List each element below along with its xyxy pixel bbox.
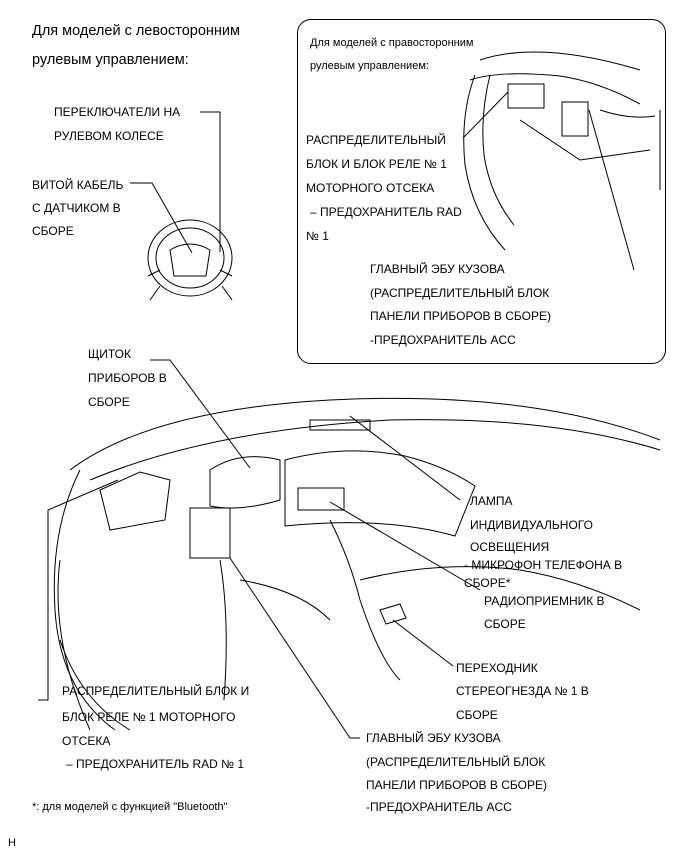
rhd-body-ecu-label-2: (РАСПРЕДЕЛИТЕЛЬНЫЙ БЛОК <box>370 286 550 300</box>
rhd-engine-relay-label-4: – ПРЕДОХРАНИТЕЛЬ RAD <box>310 205 462 219</box>
spiral-cable-label-1: ВИТОЙ КАБЕЛЬ <box>32 178 124 192</box>
rhd-interior-drawing <box>463 51 661 251</box>
combination-meter-label-2: ПРИБОРОВ В <box>88 371 167 385</box>
stereo-jack-label-3: СБОРЕ <box>456 708 498 722</box>
combination-meter-label-3: СБОРЕ <box>88 395 130 409</box>
rhd-body-ecu-label-3: ПАНЕЛИ ПРИБОРОВ В СБОРЕ) <box>370 309 551 323</box>
engine-relay-label-4: – ПРЕДОХРАНИТЕЛЬ RAD № 1 <box>66 757 245 771</box>
spiral-cable-label-2: С ДАТЧИКОМ В <box>32 201 121 215</box>
stereo-jack-label-2: СТЕРЕОГНЕЗДА № 1 В <box>456 684 589 698</box>
steering-switches-label-2: РУЛЕВОМ КОЛЕСЕ <box>54 129 164 143</box>
leader-lines <box>38 91 635 739</box>
map-light-label-2: ИНДИВИДУАЛЬНОГО <box>470 518 593 532</box>
radio-receiver-label-2: СБОРЕ <box>484 617 526 631</box>
radio-receiver-label-1: РАДИОПРИЕМНИК В <box>484 594 605 608</box>
rhd-engine-relay-label-1: РАСПРЕДЕЛИТЕЛЬНЫЙ <box>306 133 446 147</box>
lhd-title-line-1: Для моделей с левосторонним <box>32 23 240 39</box>
engine-relay-label-2: БЛОК РЕЛЕ № 1 МОТОРНОГО <box>62 710 236 724</box>
rhd-inset-frame <box>297 19 666 364</box>
map-light-label-4: - МИКРОФОН ТЕЛЕФОНА В <box>464 558 623 572</box>
corner-mark: H <box>8 837 16 849</box>
map-light-label-5: СБОРЕ* <box>464 576 511 590</box>
body-ecu-label-2: (РАСПРЕДЕЛИТЕЛЬНЫЙ БЛОК <box>366 755 546 769</box>
lhd-title-line-2: рулевым управлением: <box>32 52 189 68</box>
footnote: *: для моделей с функцией "Bluetooth" <box>32 801 228 813</box>
rhd-body-ecu-label-1: ГЛАВНЫЙ ЭБУ КУЗОВА <box>370 262 505 276</box>
combination-meter-label-1: ЩИТОК <box>88 347 131 361</box>
map-light-label-1: ЛАМПА <box>470 494 513 508</box>
engine-relay-label-3: ОТСЕКА <box>62 734 111 748</box>
rhd-title-line-1: Для моделей с правосторонним <box>310 37 474 49</box>
body-ecu-label-1: ГЛАВНЫЙ ЭБУ КУЗОВА <box>366 731 501 745</box>
steering-wheel-drawing <box>147 219 233 301</box>
rhd-title-line-2: рулевым управлением: <box>310 60 429 72</box>
steering-switches-label-1: ПЕРЕКЛЮЧАТЕЛИ НА <box>54 105 181 119</box>
map-light-label-3: ОСВЕЩЕНИЯ <box>470 540 550 554</box>
body-ecu-label-3: ПАНЕЛИ ПРИБОРОВ В СБОРЕ) <box>366 778 547 792</box>
dashboard-drawing <box>53 397 661 731</box>
rhd-body-ecu-label-4: -ПРЕДОХРАНИТЕЛЬ ACC <box>370 333 516 347</box>
engine-relay-label-1: РАСПРЕДЕЛИТЕЛЬНЫЙ БЛОК И <box>62 684 250 698</box>
rhd-engine-relay-label-5: № 1 <box>306 229 329 243</box>
spiral-cable-label-3: СБОРЕ <box>32 224 74 238</box>
stereo-jack-label-1: ПЕРЕХОДНИК <box>456 661 538 675</box>
rhd-engine-relay-label-2: БЛОК И БЛОК РЕЛЕ № 1 <box>306 157 447 171</box>
body-ecu-label-4: -ПРЕДОХРАНИТЕЛЬ ACC <box>366 800 512 814</box>
rhd-engine-relay-label-3: МОТОРНОГО ОТСЕКА <box>306 181 435 195</box>
